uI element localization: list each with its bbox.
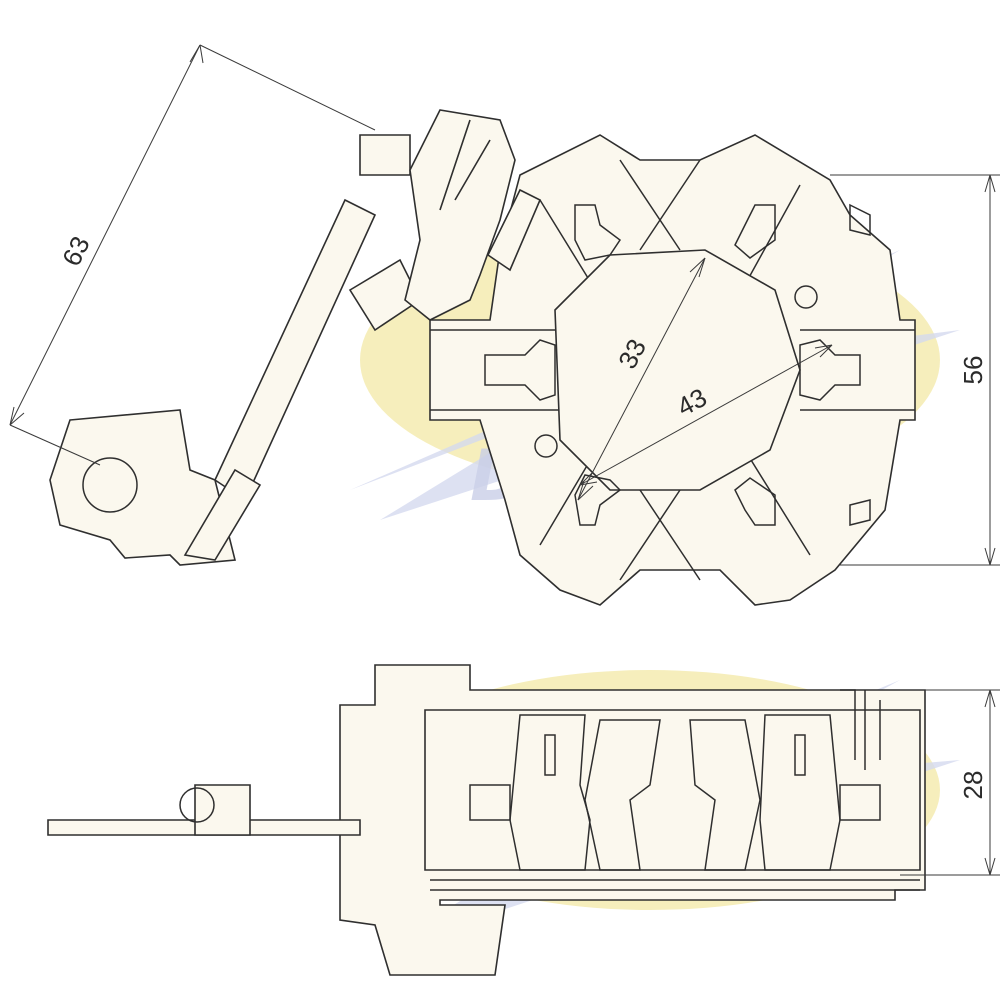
brush-holder-side-view [47, 664, 926, 976]
dim-label-28: 28 [958, 771, 988, 800]
terminal-hole [82, 457, 138, 513]
lead-wire-top-view [49, 109, 542, 566]
dimension-overall-width: 56 [830, 174, 1000, 566]
dimension-height: 28 [900, 689, 1000, 876]
brush-holder-top-view [429, 134, 916, 606]
dim-label-56: 56 [958, 356, 988, 385]
